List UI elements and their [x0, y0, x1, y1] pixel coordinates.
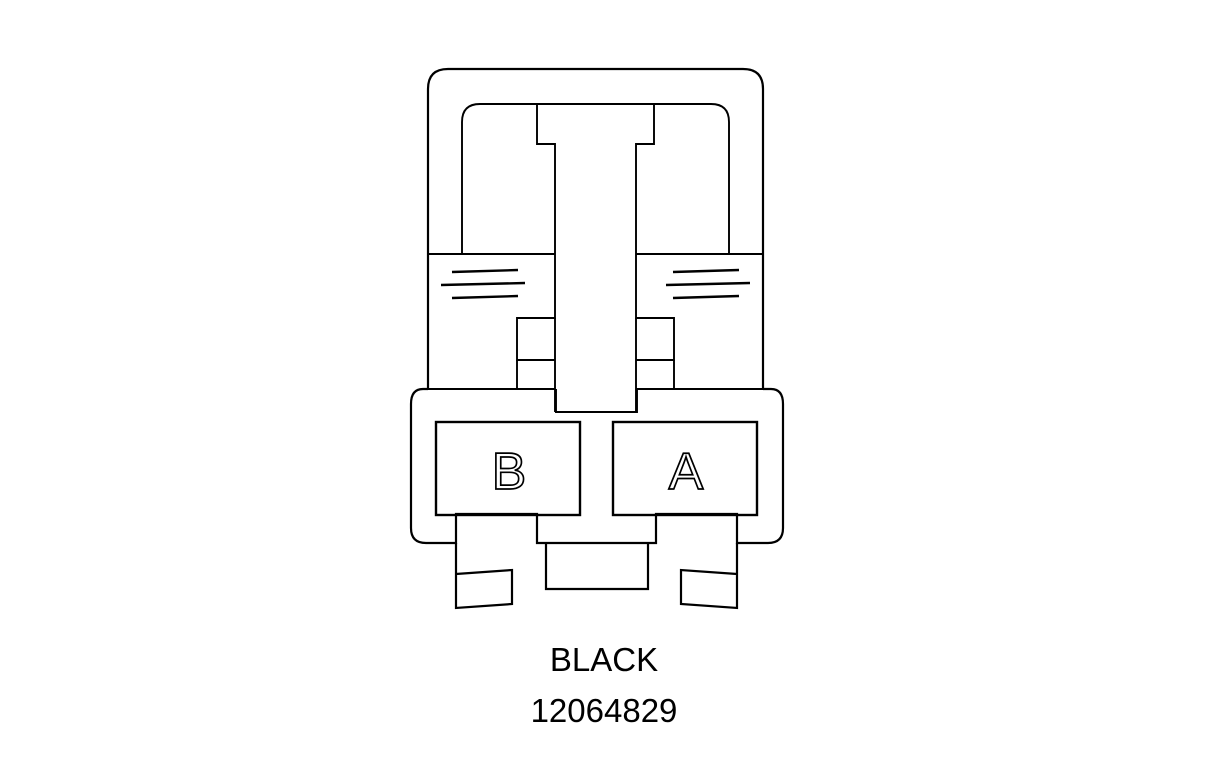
- center-bottom-tab: [546, 543, 648, 589]
- upper-locking-shell: [428, 69, 763, 389]
- hatch-line-left-2: [441, 283, 525, 285]
- cavity-B[interactable]: B: [434, 420, 582, 517]
- latch-left-wall: [462, 104, 555, 254]
- center-latch-channel: [462, 104, 729, 254]
- key-box-right: [636, 254, 674, 360]
- center-top-tab: [556, 389, 637, 412]
- hatch-line-right-3: [673, 296, 739, 298]
- hatch-group-right: [666, 270, 750, 298]
- cavity-B-box[interactable]: [434, 420, 582, 517]
- terminal-legs: [456, 543, 737, 608]
- connector-part-number-caption: 12064829: [531, 692, 678, 729]
- latch-right-wall: [636, 104, 729, 254]
- hatch-line-left-3: [452, 296, 518, 298]
- cavity-A[interactable]: A: [611, 420, 759, 517]
- connector-color-caption: BLACK: [550, 641, 658, 678]
- shell-transition-profile: [428, 254, 763, 412]
- upper-shell-outline: [428, 69, 763, 389]
- center-top-tab-outline: [556, 389, 637, 412]
- connector-body-outline: [411, 389, 783, 543]
- terminal-leg-left: [456, 543, 512, 608]
- terminal-leg-right: [681, 543, 737, 608]
- hatch-group-left: [441, 270, 525, 298]
- connector-body: [411, 389, 783, 543]
- hatch-line-left-1: [452, 270, 518, 272]
- key-box-left: [517, 254, 555, 360]
- hatch-line-right-1: [673, 270, 739, 272]
- cavity-B-label: B: [492, 443, 527, 501]
- hatch-line-right-2: [666, 283, 750, 285]
- cavity-A-box[interactable]: [611, 420, 759, 517]
- cavity-A-label: A: [669, 443, 704, 501]
